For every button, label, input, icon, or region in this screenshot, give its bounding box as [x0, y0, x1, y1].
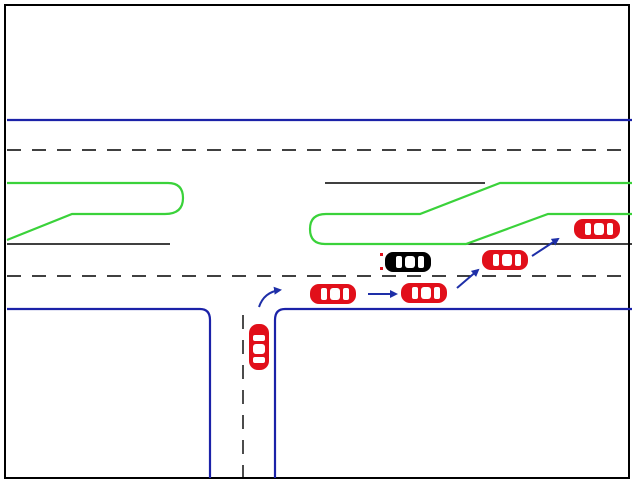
road-edges [7, 118, 632, 478]
median-right [308, 181, 632, 246]
merge-arrow-1 [456, 268, 480, 289]
merge-arrow-2 [531, 237, 560, 257]
road-edge-bottom-right [273, 307, 632, 478]
turn-arrow [258, 286, 282, 308]
obstacle-car [380, 252, 431, 272]
median-left [6, 181, 185, 242]
car-lane-4 [574, 219, 620, 239]
brake-light-bottom [380, 267, 383, 270]
car-lane-1 [310, 284, 356, 304]
motion-arrows [258, 237, 560, 308]
turning-car [249, 324, 269, 370]
lane-markings [7, 149, 632, 478]
car-lane-3 [482, 250, 528, 270]
road-edge-bottom-left [7, 307, 212, 478]
vehicles [249, 219, 620, 370]
medians [6, 181, 632, 246]
brake-light-top [380, 253, 383, 256]
car-lane-2 [401, 283, 447, 303]
